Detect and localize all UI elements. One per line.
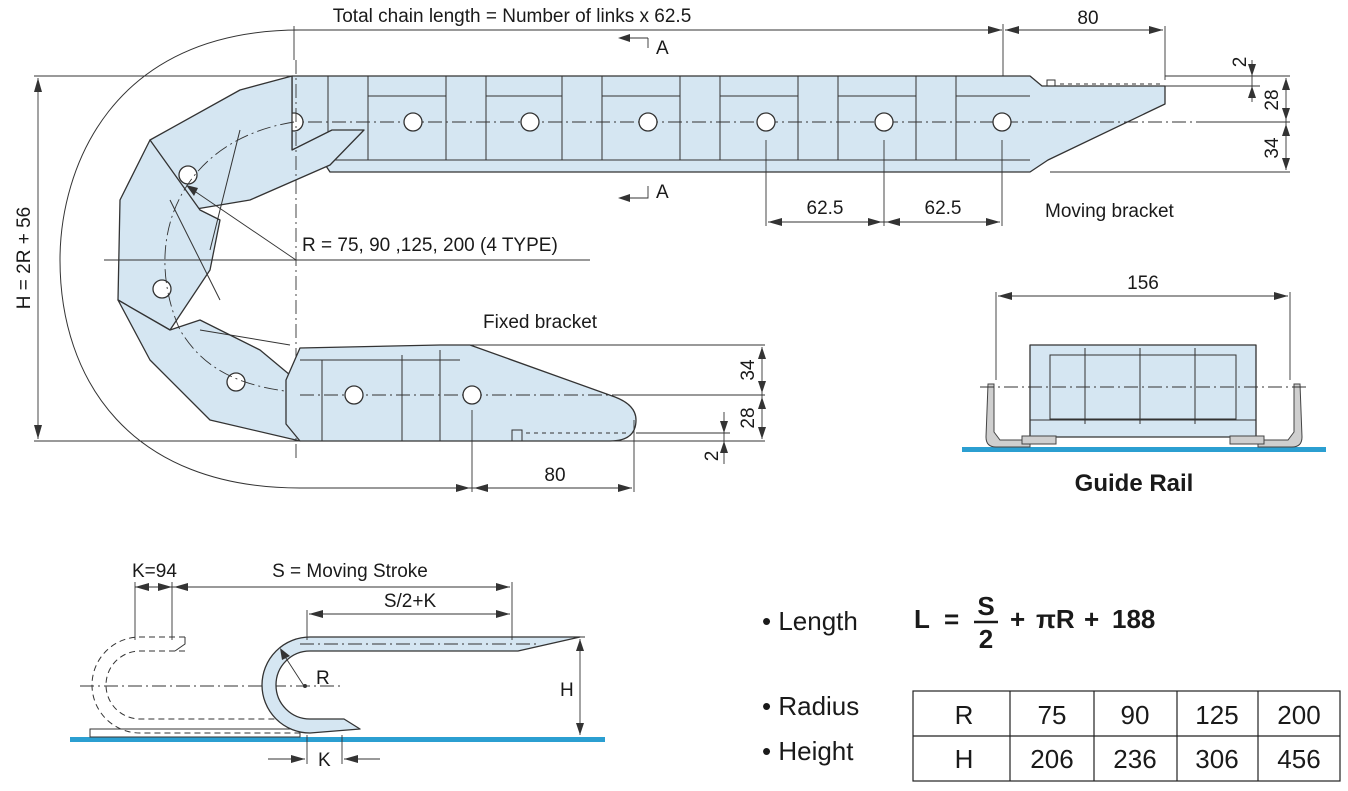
arrow-head bbox=[280, 648, 290, 660]
lower-pin-holes bbox=[344, 385, 482, 405]
table-cell: 456 bbox=[1277, 744, 1320, 774]
bend-envelope-arc bbox=[59, 29, 301, 489]
radius-label: R = 75, 90 ,125, 200 (4 TYPE) bbox=[302, 235, 558, 256]
arrow-head bbox=[34, 78, 42, 92]
dim-28-lower-label: 28 bbox=[738, 407, 759, 428]
section-mark-top-label: A bbox=[656, 38, 669, 59]
radius-leader bbox=[189, 187, 297, 261]
bend-centerline bbox=[164, 121, 355, 396]
dim-2-label: 2 bbox=[1230, 57, 1251, 68]
table-cell: 200 bbox=[1277, 700, 1320, 730]
formula-plus-2: + bbox=[1084, 604, 1099, 634]
total-length-label: Total chain length = Number of links x 6… bbox=[333, 6, 692, 27]
arrow-head bbox=[34, 425, 42, 439]
formula-bullet-length: • Length bbox=[762, 606, 858, 636]
guide-floor-rail bbox=[962, 447, 1326, 452]
formula-denominator: 2 bbox=[979, 624, 993, 654]
moving-bracket-label: Moving bracket bbox=[1045, 201, 1175, 222]
upper-chain-run bbox=[291, 75, 1166, 173]
stroke-right-chain bbox=[261, 636, 581, 734]
stroke-h-label: H bbox=[560, 680, 574, 701]
pitch-label-1: 62.5 bbox=[807, 198, 844, 219]
height-formula-label: H = 2R + 56 bbox=[14, 207, 35, 309]
table-cell: H bbox=[955, 744, 974, 774]
stroke-k94-label: K=94 bbox=[132, 561, 177, 582]
length-formula: • Length L = S 2 + πR + 188 bbox=[762, 591, 1155, 654]
formula-lhs: L bbox=[914, 604, 930, 634]
dim-2-lower-label: 2 bbox=[702, 451, 723, 462]
table-cell: 125 bbox=[1195, 700, 1238, 730]
arrow-head bbox=[988, 26, 1002, 34]
dim-34-label: 34 bbox=[1262, 137, 1283, 159]
stroke-k-bottom-label: K bbox=[318, 750, 331, 771]
guide-rail-title: Guide Rail bbox=[1075, 470, 1194, 497]
guide-width-label: 156 bbox=[1127, 273, 1159, 294]
table-cell: 90 bbox=[1121, 700, 1150, 730]
guide-chain-details bbox=[1030, 348, 1256, 424]
radius-height-table: • Radius • Height R 75 90 125 200 H 206 … bbox=[762, 690, 1341, 782]
dim-28-label: 28 bbox=[1262, 89, 1283, 110]
table-bullet-height: • Height bbox=[762, 736, 854, 766]
main-chain-drawing: H = 2R + 56 Total chain length = Number … bbox=[14, 6, 1290, 492]
arrow-head bbox=[618, 194, 630, 202]
stroke-left-outer-dashed bbox=[91, 636, 300, 734]
stroke-bottom-plate bbox=[89, 728, 301, 738]
section-mark-bottom bbox=[622, 186, 649, 199]
bend-links bbox=[117, 75, 365, 442]
dim-34-lower-label: 34 bbox=[738, 359, 759, 381]
stroke-floor-rail bbox=[70, 737, 605, 742]
moving-bracket-80-label: 80 bbox=[1077, 8, 1098, 29]
guide-rail-section: 156 Guide Rail bbox=[962, 273, 1326, 497]
stroke-center-point bbox=[303, 684, 307, 688]
arrow-head bbox=[1005, 26, 1019, 34]
pitch-label-2: 62.5 bbox=[925, 198, 962, 219]
arrow-head bbox=[186, 185, 198, 196]
guide-foot-left bbox=[1021, 435, 1057, 445]
stroke-left-bracket bbox=[174, 637, 186, 652]
fixed-bracket-label: Fixed bracket bbox=[483, 312, 598, 333]
formula-numerator: S bbox=[977, 591, 994, 621]
stroke-radius-label: R bbox=[316, 668, 330, 689]
fixed-bracket-80-label: 80 bbox=[544, 465, 565, 486]
formula-pi-r: πR bbox=[1036, 604, 1075, 634]
guide-right-channel bbox=[1257, 383, 1303, 448]
stroke-half-label: S/2+K bbox=[384, 591, 437, 612]
guide-foot-right bbox=[1229, 435, 1265, 445]
lower-chain-run bbox=[285, 344, 637, 442]
guide-chain-section bbox=[1029, 344, 1257, 438]
table-cell: R bbox=[955, 700, 974, 730]
formula-equals: = bbox=[944, 604, 959, 634]
table-cell: 236 bbox=[1113, 744, 1156, 774]
table-cell: 306 bbox=[1195, 744, 1238, 774]
section-mark-bottom-label: A bbox=[656, 182, 669, 203]
stroke-left-inner-dashed bbox=[105, 650, 300, 720]
table-bullet-radius: • Radius bbox=[762, 691, 859, 721]
formula-constant: 188 bbox=[1112, 604, 1155, 634]
formula-plus-1: + bbox=[1010, 604, 1025, 634]
arrow-head bbox=[1149, 26, 1163, 34]
table-cell: 75 bbox=[1038, 700, 1067, 730]
table-cell: 206 bbox=[1030, 744, 1073, 774]
stroke-s-label: S = Moving Stroke bbox=[272, 561, 428, 582]
arrow-head bbox=[618, 34, 630, 42]
stroke-diagram: R K=94 S = Moving Stroke S/2+K H K bbox=[70, 561, 605, 771]
lower-link-dividers bbox=[300, 350, 630, 441]
upper-link-dividers bbox=[327, 76, 1160, 161]
